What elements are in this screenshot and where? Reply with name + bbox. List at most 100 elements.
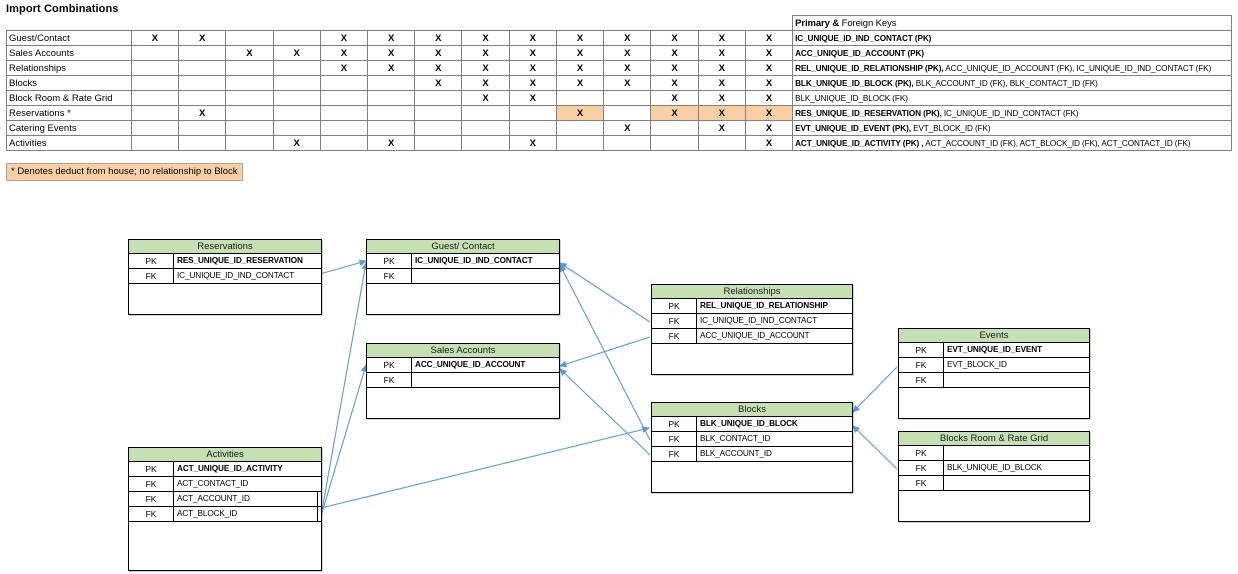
foreign-key-text: BLK_UNIQUE_ID_BLOCK (FK) <box>795 93 908 103</box>
matrix-cell <box>508 105 557 121</box>
field-key-type: FK <box>129 492 174 506</box>
matrix-cell: X <box>603 30 652 46</box>
matrix-cell: X <box>697 105 746 121</box>
matrix-cell: X <box>414 30 463 46</box>
matrix-keys-cell: IC_UNIQUE_ID_IND_CONTACT (PK) <box>792 30 1232 46</box>
entity-empty-area <box>899 491 1089 521</box>
matrix-cell: X <box>555 30 605 46</box>
primary-key-text: REL_UNIQUE_ID_RELATIONSHIP (PK), <box>795 63 944 73</box>
field-name: EVT_BLOCK_ID <box>947 360 1007 369</box>
matrix-cell <box>130 45 180 61</box>
matrix-cell <box>603 90 652 106</box>
matrix-cell: X <box>555 105 605 121</box>
field-key-type: FK <box>899 373 944 387</box>
matrix-cell: X <box>366 30 416 46</box>
matrix-key-header: Primary & Foreign Keys <box>792 15 1232 31</box>
matrix-cell <box>414 120 463 136</box>
entity-title-relationships: Relationships <box>652 285 852 299</box>
matrix-row-label: Guest/Contact <box>6 30 132 46</box>
matrix-cell <box>366 75 416 91</box>
field-name: RES_UNIQUE_ID_RESERVATION <box>177 256 303 265</box>
matrix-cell: X <box>650 30 699 46</box>
entity-field-row: FK <box>367 269 559 284</box>
matrix-header-blank-cell <box>320 16 367 31</box>
matrix-header-blank-cell <box>651 16 698 31</box>
matrix-cell: X <box>508 60 557 76</box>
matrix-cell <box>178 120 227 136</box>
matrix-cell: X <box>697 90 746 106</box>
matrix-cell <box>225 120 274 136</box>
matrix-cell <box>272 30 321 46</box>
connector-activities-to-blocks <box>320 426 651 509</box>
field-name <box>412 373 559 387</box>
matrix-cell <box>603 135 652 151</box>
field-name <box>412 269 559 283</box>
matrix-cell: X <box>508 90 557 106</box>
foreign-key-text: IC_UNIQUE_ID_IND_CONTACT (FK) <box>941 108 1079 118</box>
matrix-cell: X <box>508 75 557 91</box>
matrix-cell: X <box>697 45 746 61</box>
matrix-cell: X <box>178 30 227 46</box>
matrix-cell: X <box>744 135 794 151</box>
matrix-cell: X <box>650 90 699 106</box>
matrix-cell <box>650 120 699 136</box>
entity-title-reservations: Reservations <box>129 240 321 254</box>
entity-empty-area <box>367 284 559 314</box>
key-header-bold: Primary & <box>795 17 840 29</box>
primary-key-text: ACC_UNIQUE_ID_ACCOUNT (PK) <box>795 48 924 58</box>
matrix-cell <box>319 135 369 151</box>
matrix-row-label: Block Room & Rate Grid <box>6 90 132 106</box>
connector-activities-to-sales <box>320 363 368 517</box>
matrix-cell <box>697 135 746 151</box>
matrix-cell: X <box>650 75 699 91</box>
entity-field-row: PK <box>899 446 1089 461</box>
field-name: IC_UNIQUE_ID_IND_CONTACT <box>177 271 295 280</box>
field-name <box>944 476 1089 490</box>
matrix-cell <box>130 105 180 121</box>
matrix-cell: X <box>697 75 746 91</box>
primary-key-text: RES_UNIQUE_ID_RESERVATION (PK), <box>795 108 942 118</box>
matrix-header-blank-cell <box>745 16 792 31</box>
foreign-key-text: BLK_ACCOUNT_ID (FK), BLK_CONTACT_ID (FK) <box>913 78 1098 88</box>
entity-empty-area <box>367 388 559 418</box>
matrix-cell: X <box>744 30 794 46</box>
matrix-cell: X <box>319 60 369 76</box>
field-key-type: FK <box>367 269 412 283</box>
matrix-cell: X <box>225 45 274 61</box>
field-key-type: FK <box>652 447 697 461</box>
matrix-cell <box>272 120 321 136</box>
matrix-header-blank-cell <box>131 16 178 31</box>
entity-field-row: FK <box>899 373 1089 388</box>
field-name: IC_UNIQUE_ID_IND_CONTACT <box>415 256 533 265</box>
matrix-cell <box>650 135 699 151</box>
matrix-header-blank-cell <box>415 16 462 31</box>
matrix-header-blank-cell <box>556 16 603 31</box>
entity-title-events: Events <box>899 329 1089 343</box>
primary-key-text: IC_UNIQUE_ID_IND_CONTACT (PK) <box>795 33 932 43</box>
matrix-header-blank-cell <box>462 16 509 31</box>
matrix-cell <box>225 60 274 76</box>
matrix-cell: X <box>178 105 227 121</box>
field-key-type: PK <box>367 358 412 372</box>
matrix-cell <box>272 105 321 121</box>
matrix-cell: X <box>461 75 510 91</box>
matrix-cell <box>130 60 180 76</box>
field-key-type: FK <box>652 432 697 446</box>
